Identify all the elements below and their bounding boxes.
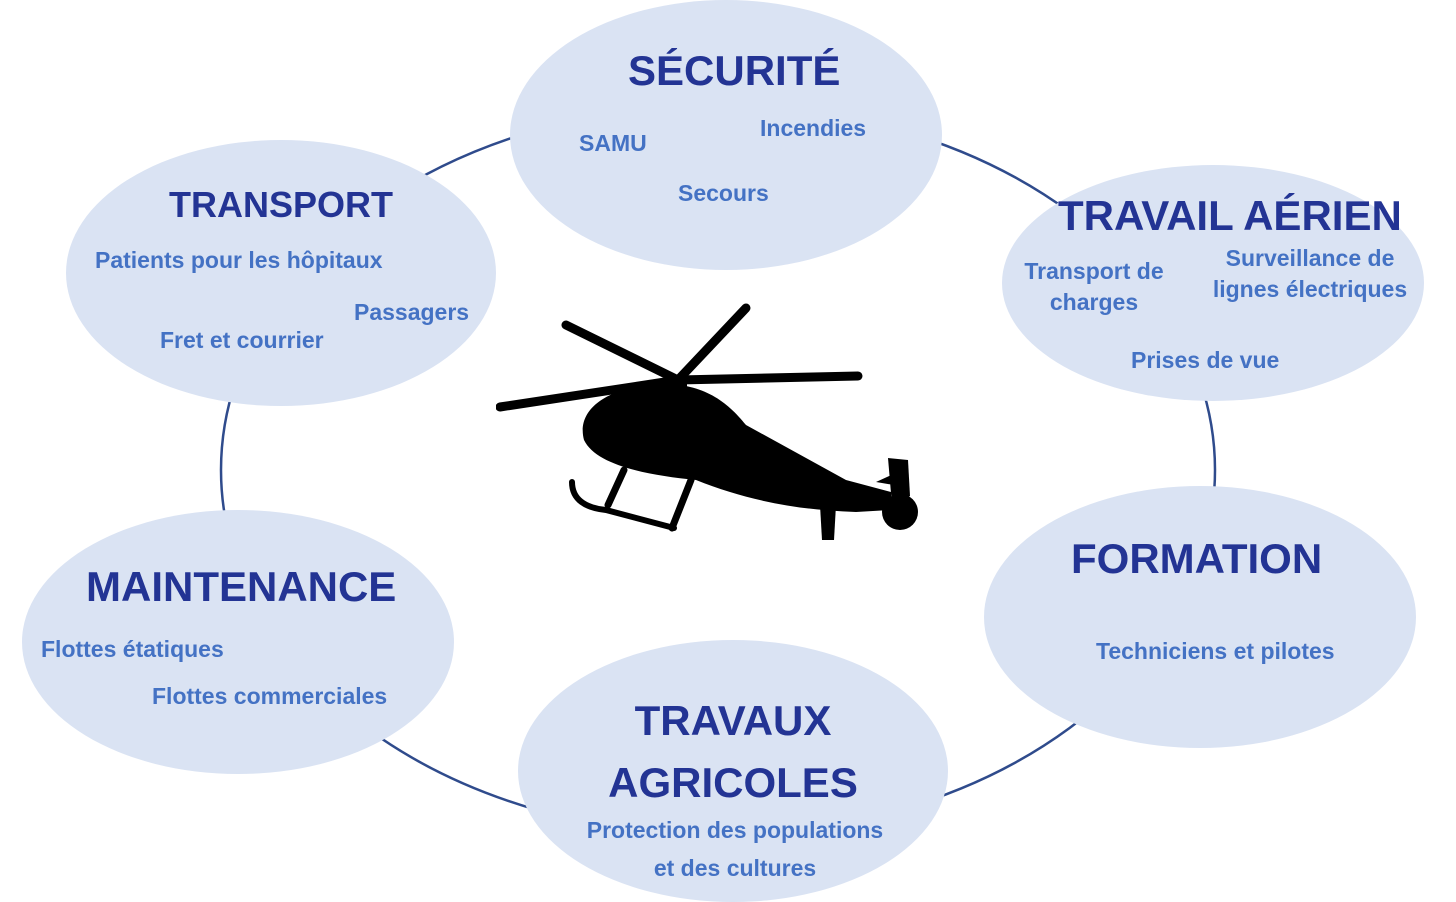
title-securite: SÉCURITÉ (628, 47, 841, 94)
node-transport (66, 140, 496, 406)
node-maintenance (22, 510, 454, 774)
title-travaux-agricoles: TRAVAUX AGRICOLES (608, 697, 858, 807)
item-fret: Fret et courrier (160, 327, 324, 353)
node-securite (510, 0, 942, 270)
item-prises-de-vue: Prises de vue (1131, 347, 1280, 373)
item-incendies: Incendies (760, 115, 867, 141)
item-patients: Patients pour les hôpitaux (95, 247, 383, 273)
item-techniciens: Techniciens et pilotes (1096, 638, 1335, 664)
node-travail-aerien (1002, 165, 1424, 401)
item-passagers: Passagers (354, 299, 470, 325)
helicopter-icon (496, 303, 918, 540)
node-travaux-agricoles (518, 640, 948, 902)
item-flottes-etatiques: Flottes étatiques (41, 636, 224, 662)
item-flottes-commerciales: Flottes commerciales (152, 683, 388, 709)
item-samu: SAMU (579, 130, 647, 156)
title-transport: TRANSPORT (169, 184, 393, 225)
node-formation (984, 486, 1416, 748)
item-protection: Protection des populations et des cultur… (586, 817, 884, 881)
item-surveillance: Surveillance de lignes électriques (1212, 245, 1408, 303)
title-travail-aerien: TRAVAIL AÉRIEN (1058, 192, 1402, 239)
title-formation: FORMATION (1071, 535, 1323, 582)
title-maintenance: MAINTENANCE (86, 563, 397, 610)
item-secours: Secours (678, 180, 769, 206)
item-transport-charges: Transport de charges (1024, 258, 1164, 316)
